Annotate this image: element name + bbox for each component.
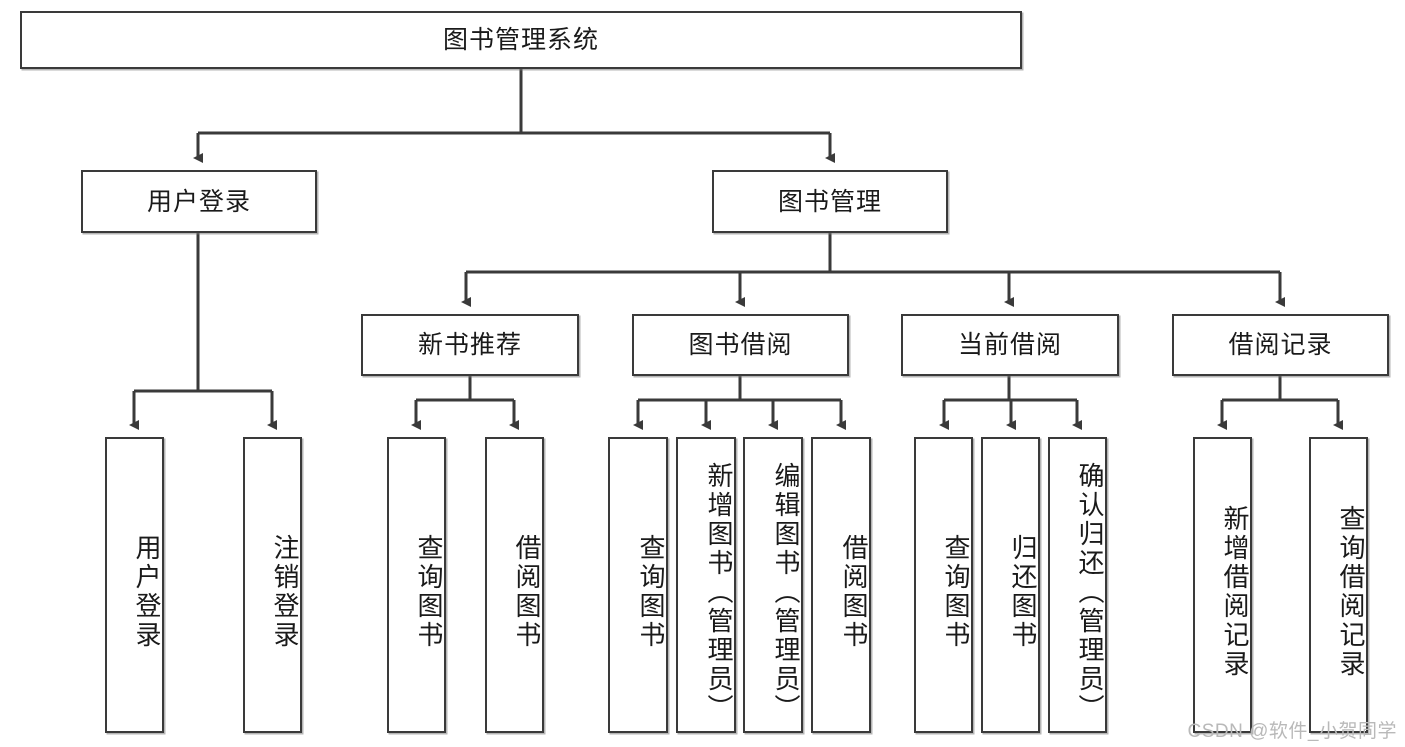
node-leaf-return-book[interactable]: 归还图书 bbox=[981, 437, 1040, 733]
node-leaf-query-book-1[interactable]: 查询图书 bbox=[387, 437, 446, 733]
node-current-borrow[interactable]: 当前借阅 bbox=[901, 314, 1119, 376]
node-user-login[interactable]: 用户登录 bbox=[81, 170, 317, 233]
node-borrow-record[interactable]: 借阅记录 bbox=[1172, 314, 1389, 376]
node-leaf-edit-book[interactable]: 编辑图书（管理员） bbox=[743, 437, 803, 733]
node-leaf-query-book-2[interactable]: 查询图书 bbox=[608, 437, 668, 733]
node-book-management[interactable]: 图书管理 bbox=[712, 170, 948, 233]
node-leaf-logout-login[interactable]: 注销登录 bbox=[243, 437, 302, 733]
node-leaf-user-login[interactable]: 用户登录 bbox=[105, 437, 164, 733]
node-new-book-recommend[interactable]: 新书推荐 bbox=[361, 314, 579, 376]
node-leaf-confirm-return[interactable]: 确认归还（管理员） bbox=[1048, 437, 1107, 733]
node-book-management-system[interactable]: 图书管理系统 bbox=[20, 11, 1022, 69]
node-leaf-add-book[interactable]: 新增图书（管理员） bbox=[676, 437, 736, 733]
node-leaf-query-book-3[interactable]: 查询图书 bbox=[914, 437, 973, 733]
csdn-watermark: CSDN @软件_小贺同学 bbox=[1187, 721, 1397, 742]
node-leaf-borrow-book-1[interactable]: 借阅图书 bbox=[485, 437, 544, 733]
node-leaf-borrow-book-2[interactable]: 借阅图书 bbox=[811, 437, 871, 733]
node-book-borrow[interactable]: 图书借阅 bbox=[632, 314, 849, 376]
node-leaf-add-record[interactable]: 新增借阅记录 bbox=[1193, 437, 1252, 733]
node-leaf-query-record[interactable]: 查询借阅记录 bbox=[1309, 437, 1368, 733]
